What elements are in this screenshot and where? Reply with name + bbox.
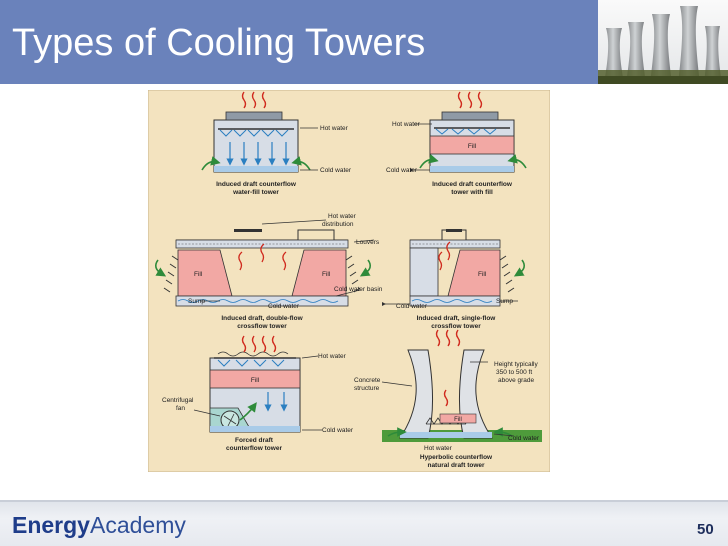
t6-height-label-3: above grade [498,377,535,384]
cooling-tower-photo [598,0,728,84]
t5-hot-water-label: Hot water [318,353,347,360]
t3-cold-water-basin-label: Cold water basin [334,286,383,293]
title-bar: Types of Cooling Towers [0,0,598,84]
t2-caption-line-2: tower with fill [451,189,493,196]
tower-4: Fill Cold water Sump Induced draft, sing… [382,229,526,330]
t6-height-label-2: 350 to 500 ft [496,369,532,376]
t4-cold-water-label: Cold water [396,303,428,310]
logo-bold-text: Energy [12,512,90,538]
t2-cold-water-label: Cold water [386,167,418,174]
t2-caption-line-1: Induced draft counterflow [432,181,513,188]
tower-2: Fill Hot water Cold water Induced draft … [386,91,527,196]
t4-sump-label: Sump [496,298,513,305]
t3-louvers-label: Louvers [356,239,380,246]
tower-6: Fill Height typically 350 to 500 ft abov… [354,329,542,469]
t2-fill-label: Fill [468,143,477,150]
t6-concrete-label-1: Concrete [354,377,381,384]
t4-fill-label: Fill [478,271,487,278]
t5-fan-label-2: fan [176,405,185,412]
energy-academy-logo: EnergyAcademy [12,512,186,539]
t3-caption-line-1: Induced draft, double-flow [221,315,303,322]
footer-band [0,500,728,546]
t5-caption-line-1: Forced draft [235,437,274,444]
t6-caption-line-1: Hyperbolic counterflow [420,454,493,461]
t6-hot-water-label: Hot water [424,445,453,452]
t6-caption-line-2: natural draft tower [427,462,485,469]
t2-hot-water-label: Hot water [392,121,421,128]
t1-hot-water-label: Hot water [320,125,349,132]
t6-fill-label: Fill [454,417,462,423]
logo-regular-text: Academy [89,512,186,538]
t3-distribution-label-1: Hot water [328,213,357,220]
tower-3: Fill Fill Hot water distribution Louvers… [154,213,383,330]
t4-caption-line-1: Induced draft, single-flow [417,315,497,322]
t1-cold-water-label: Cold water [320,167,352,174]
t6-concrete-label-2: structure [354,385,380,392]
t3-sump-label: Sump [188,298,205,305]
t3-caption-line-2: crossflow tower [237,323,287,330]
t3-distribution-label-2: distribution [322,221,354,228]
t1-caption-line-1: Induced draft counterflow [216,181,297,188]
t3-cold-water-label: Cold water [268,303,300,310]
t4-caption-line-2: crossflow tower [431,323,481,330]
t3-fill-right-label: Fill [322,271,331,278]
tower-1: Hot water Cold water Induced draft count… [201,91,352,196]
t5-caption-line-2: counterflow tower [226,445,282,452]
cooling-tower-diagram: Hot water Cold water Induced draft count… [148,90,550,472]
t5-fill-label: Fill [251,377,260,384]
t6-cold-water-label: Cold water [508,435,540,442]
t1-caption-line-2: water-fill tower [232,189,279,196]
t3-fill-left-label: Fill [194,271,203,278]
footer-divider [0,500,728,502]
t5-cold-water-label: Cold water [322,427,354,434]
tower-5: Fill Centrifugal fan Hot water Cold wate… [162,335,354,452]
t6-height-label-1: Height typically [494,361,538,368]
page-number: 50 [697,521,714,538]
t5-fan-label-1: Centrifugal [162,397,194,404]
slide-title: Types of Cooling Towers [12,22,426,64]
